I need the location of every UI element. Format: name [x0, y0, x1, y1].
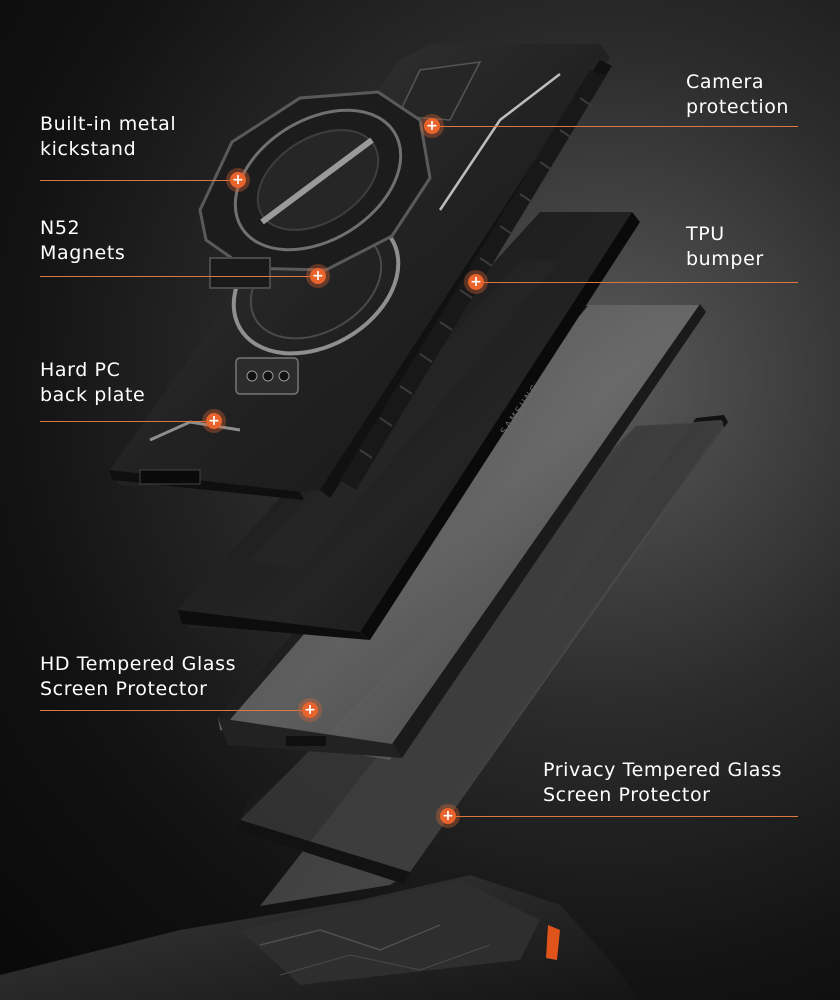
- backplate-callout-line: [40, 421, 214, 422]
- magnets-label: N52 Magnets: [40, 217, 126, 264]
- kickstand-plus-icon: [226, 168, 250, 192]
- hd-glass-plus-icon: [298, 698, 322, 722]
- tpu-label: TPU bumper: [686, 223, 764, 270]
- tpu-callout-line: [476, 282, 798, 283]
- magnets-callout-line: [40, 276, 318, 277]
- kickstand-label: Built-in metal kickstand: [40, 113, 177, 160]
- camera-callout-line: [432, 126, 798, 127]
- kickstand: [198, 90, 432, 289]
- hd-glass-label: HD Tempered Glass Screen Protector: [40, 653, 237, 700]
- kickstand-callout-line: [40, 180, 238, 181]
- privacy-glass-plus-icon: [436, 804, 460, 828]
- magnets-plus-icon: [306, 264, 330, 288]
- backplate-label: Hard PC back plate: [40, 359, 146, 406]
- rock-base: [0, 875, 640, 1000]
- privacy-glass-callout-line: [448, 816, 798, 817]
- privacy-glass-label: Privacy Tempered Glass Screen Protector: [543, 759, 782, 806]
- camera-plus-icon: [420, 114, 444, 138]
- camera-label: Camera protection: [686, 71, 790, 118]
- tpu-plus-icon: [464, 270, 488, 294]
- hd-glass-callout-line: [40, 710, 310, 711]
- backplate-plus-icon: [202, 409, 226, 433]
- privacy-glass-layer: [236, 415, 728, 906]
